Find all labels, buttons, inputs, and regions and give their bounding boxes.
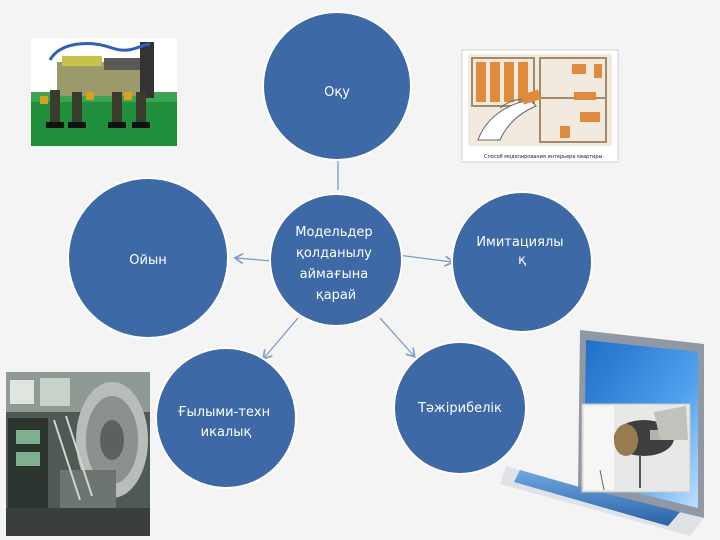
laptop-image: [500, 330, 704, 536]
node-bottom-left-label: Ғылыми-техн икалық: [178, 405, 274, 440]
node-center: Модельдер қолданылу аймағына қарай: [269, 193, 403, 327]
floor-plan-photo: Способ моделирования интерьера квартиры.: [461, 49, 619, 163]
node-left: Ойын: [67, 177, 229, 339]
node-left-label: Ойын: [129, 253, 166, 268]
node-bottom-right-label: Тәжірибелік: [417, 401, 502, 416]
connector-bottom-left: [264, 317, 299, 358]
robot-photo: [31, 38, 177, 146]
node-top: Оқу: [262, 11, 412, 161]
lab-photo: [6, 372, 150, 536]
connector-bottom-right: [379, 317, 414, 356]
node-bottom-right: Тәжірибелік: [393, 341, 527, 475]
node-top-label: Оқу: [324, 85, 350, 100]
floor-plan-caption: Способ моделирования интерьера квартиры.: [484, 154, 604, 160]
node-bottom-left: Ғылыми-техн икалық: [155, 347, 297, 489]
node-center-label: Модельдер қолданылу аймағына қарай: [295, 225, 377, 303]
node-right-label: Имитациялы қ: [476, 235, 567, 268]
node-right: Имитациялы қ: [451, 191, 593, 333]
